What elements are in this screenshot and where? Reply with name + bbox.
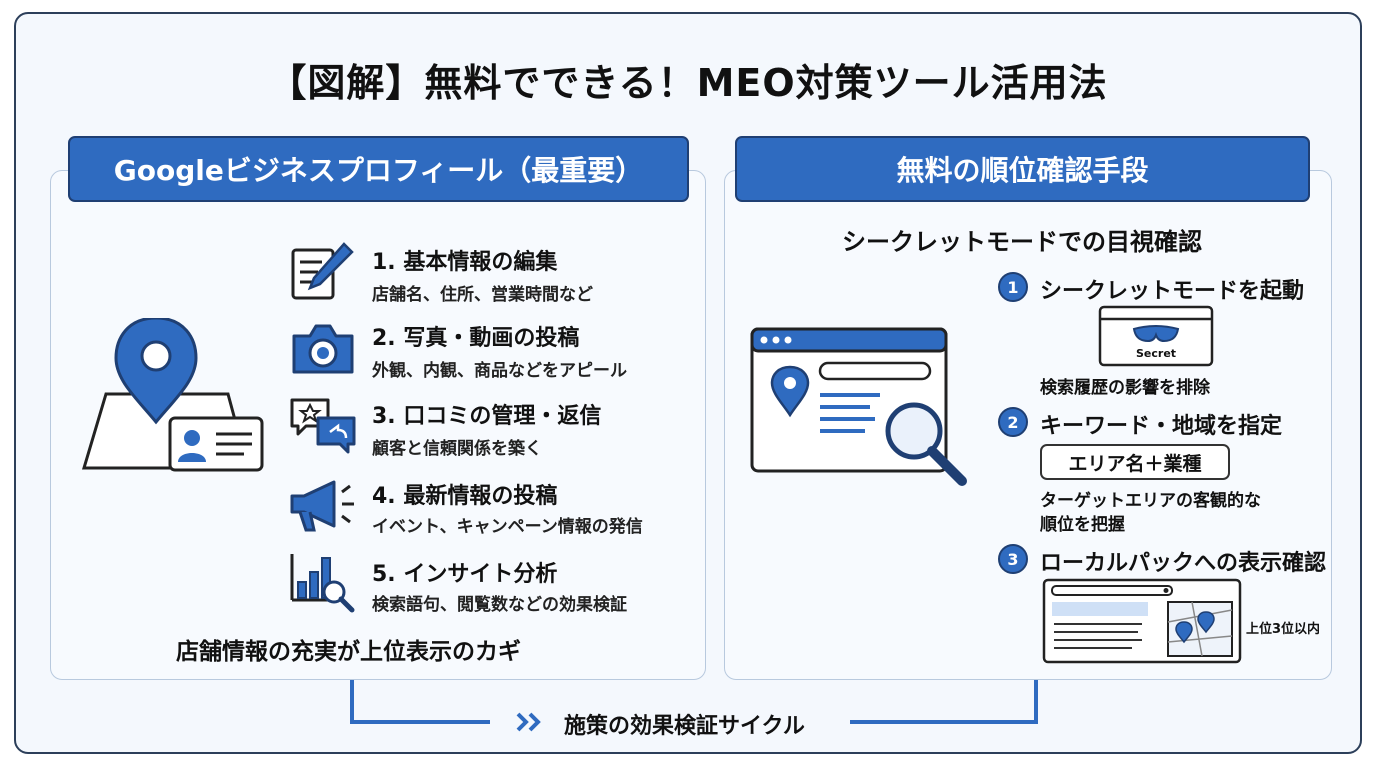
secret-label: Secret — [1136, 347, 1177, 360]
left-panel-header: Googleビジネスプロフィール（最重要） — [68, 136, 689, 202]
location-map-illustration — [81, 318, 264, 472]
diagram-title: 【図解】無料でできる！MEO対策ツール活用法 — [268, 61, 1108, 105]
item-2-title: 2. 写真・動画の投稿 — [372, 326, 580, 351]
megaphone-icon — [290, 480, 354, 532]
item-3-title: 3. 口コミの管理・返信 — [372, 404, 602, 429]
step-1-note: 検索履歴の影響を排除 — [1040, 378, 1210, 398]
step-1-title: シークレットモードを起動 — [1040, 279, 1305, 304]
item-3-desc: 顧客と信頼関係を築く — [372, 439, 542, 459]
step-2-title: キーワード・地域を指定 — [1040, 414, 1283, 439]
keyword-pill: エリア名＋業種 — [1040, 444, 1230, 480]
item-5-desc: 検索語句、閲覧数などの効果検証 — [372, 595, 627, 615]
browser-search-illustration — [750, 327, 967, 486]
item-1-desc: 店舗名、住所、営業時間など — [372, 285, 593, 305]
edit-document-icon — [291, 242, 354, 300]
camera-icon — [292, 324, 354, 374]
item-1-title: 1. 基本情報の編集 — [372, 250, 558, 275]
step-2-note-line1: ターゲットエリアの客観的な — [1040, 491, 1261, 511]
left-panel-footer: 店舗情報の充実が上位表示のカギ — [176, 639, 521, 665]
item-5-title: 5. インサイト分析 — [372, 562, 558, 587]
incognito-mask-icon — [1098, 305, 1214, 367]
step-2-number: 2 — [998, 407, 1028, 437]
step-3-number: 3 — [998, 544, 1028, 574]
analytics-chart-icon — [290, 554, 355, 613]
chat-bubbles-icon — [290, 398, 356, 454]
right-panel-header: 無料の順位確認手段 — [735, 136, 1310, 202]
local-pack-map-icon — [1042, 578, 1242, 664]
cycle-connector-arrow — [350, 680, 1038, 732]
rank-note: 上位3位以内 — [1246, 622, 1321, 637]
right-panel-subtitle: シークレットモードでの目視確認 — [842, 228, 1202, 256]
step-1-number: 1 — [998, 272, 1028, 302]
cycle-label: 施策の効果検証サイクル — [564, 714, 805, 739]
item-2-desc: 外観、内観、商品などをアピール — [372, 361, 627, 381]
item-4-desc: イベント、キャンペーン情報の発信 — [372, 517, 643, 537]
step-3-title: ローカルパックへの表示確認 — [1040, 551, 1327, 576]
step-2-note-line2: 順位を把握 — [1040, 515, 1125, 535]
item-4-title: 4. 最新情報の投稿 — [372, 484, 558, 509]
